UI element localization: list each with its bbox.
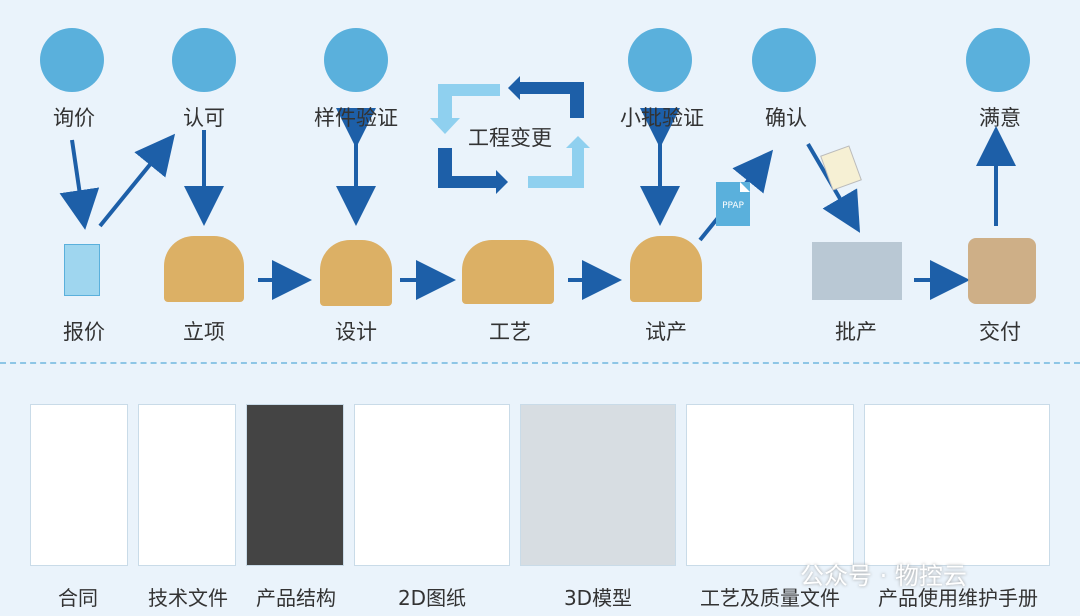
thumb-contract [30, 404, 128, 566]
label-user-manual: 产品使用维护手册 [878, 586, 1038, 610]
label-product-structure: 产品结构 [256, 586, 336, 610]
label-delivery: 交付 [979, 320, 1021, 344]
label-confirm: 确认 [765, 106, 807, 130]
label-project: 立项 [183, 320, 225, 344]
ppap-label: PPAP [722, 201, 744, 211]
section-divider [0, 362, 1080, 364]
label-design: 设计 [335, 320, 377, 344]
label-batch-verify: 小批验证 [620, 106, 704, 130]
label-approve: 认可 [183, 106, 225, 130]
label-contract: 合同 [58, 586, 98, 610]
label-2d-drawing: 2D图纸 [397, 586, 467, 610]
avatar-batch [628, 28, 692, 92]
avatar-confirm [752, 28, 816, 92]
avatar-satisfied [966, 28, 1030, 92]
label-quote: 报价 [63, 320, 105, 344]
label-process-quality: 工艺及质量文件 [700, 586, 840, 610]
thumb-product-structure [246, 404, 344, 566]
thumb-3d-model [520, 404, 676, 566]
watermark-text: 公众号 · 物控云 [800, 562, 967, 590]
arrow-inquiry-quote [59, 139, 100, 230]
paper-icon [820, 145, 862, 191]
engineering-change-loop [430, 76, 590, 194]
avatar-approve [172, 28, 236, 92]
label-tech-docs: 技术文件 [148, 586, 228, 610]
trial-workers-icon [630, 236, 702, 302]
label-engineering-change: 工程变更 [468, 126, 552, 150]
thumb-user-manual [864, 404, 1050, 566]
thumb-tech-docs [138, 404, 236, 566]
label-sample-verify: 样件验证 [314, 106, 398, 130]
process-worker-icon [462, 240, 554, 304]
delivery-person-icon [968, 238, 1036, 304]
label-satisfied: 满意 [979, 106, 1021, 130]
label-inquiry: 询价 [53, 106, 95, 130]
avatar-sample [324, 28, 388, 92]
label-3d-model: 3D模型 [563, 586, 633, 610]
thumb-2d-drawing [354, 404, 510, 566]
project-team-icon [164, 236, 244, 302]
label-trial: 试产 [645, 320, 687, 344]
thumb-process-quality [686, 404, 854, 566]
arrow-quote-approve [98, 133, 176, 228]
factory-icon [812, 242, 902, 300]
label-process: 工艺 [489, 320, 531, 344]
designer-icon [320, 240, 392, 306]
quote-document-icon [64, 244, 100, 296]
avatar-inquiry [40, 28, 104, 92]
ppap-document-icon [716, 182, 750, 226]
label-mass-production: 批产 [835, 320, 877, 344]
